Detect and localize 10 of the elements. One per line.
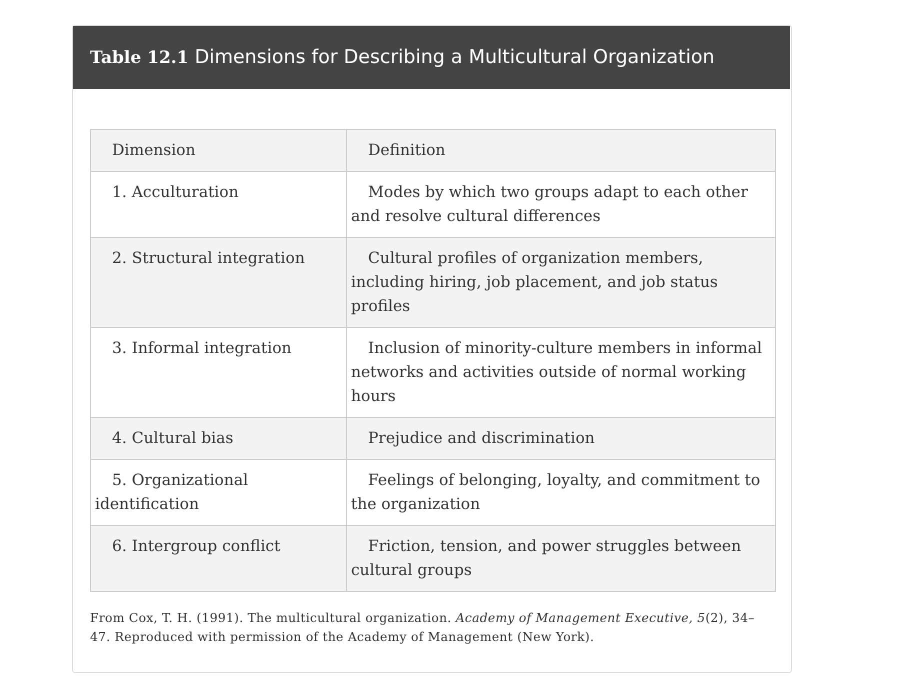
source-note: From Cox, T. H. (1991). The multicultural organization. Academy of Management Executive, 5(2), 34–47. Reproduced with permission of the Academy of Management (New York). [90,610,756,646]
column-header: Dimension [90,130,346,172]
table-cell: 2. Structural integration [90,238,346,328]
table-cell: Friction, tension, and power struggles between cultural groups [346,526,776,592]
table-cell: 6. Intergroup conflict [90,526,346,592]
table-title: Table 12.1 Dimensions for Describing a Multicultural Organization [73,26,790,89]
table-cell: Cultural profiles of organization members, including hiring, job placement, and job status profiles [346,238,776,328]
column-header: Definition [346,130,776,172]
table-cell: 4. Cultural bias [90,418,346,460]
table-cell: Prejudice and discrimination [346,418,776,460]
